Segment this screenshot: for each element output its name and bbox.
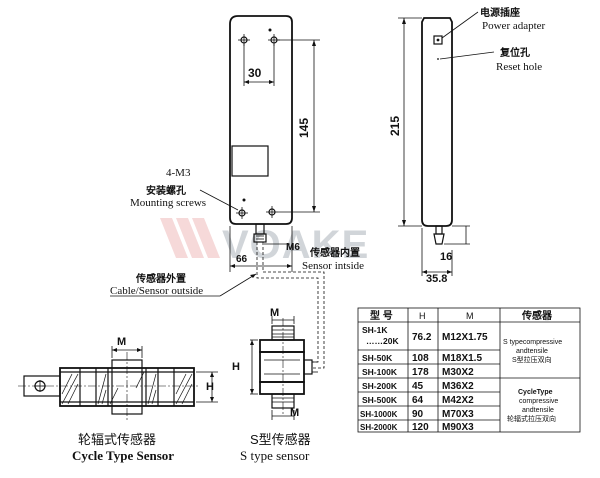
mount-cn-label: 安装螺孔 [146, 184, 186, 197]
front-view-body [229, 15, 293, 225]
table-cell-h: 76.2 [412, 332, 432, 343]
table-header-h: H [419, 311, 426, 321]
watermark: VOAKE [160, 218, 369, 267]
table-header-sensor: 传感器 [521, 309, 553, 322]
sensor-inside-cn-label: 传感器内置 [309, 246, 360, 259]
table-cell-model: SH-2000K [360, 423, 398, 432]
table-cell-m: M18X1.5 [442, 353, 482, 364]
table-cell-m: M12X1.75 [442, 332, 488, 343]
s-dim-h-label: H [232, 361, 240, 373]
cycle-caption-en: Cycle Type Sensor [72, 448, 174, 463]
table-row-model-line: SH-1K [362, 325, 388, 335]
s-sensor-drawing: M H M S型传感器 S type sensor [232, 307, 318, 463]
dim-16-label: 16 [440, 251, 452, 263]
dim-30-label: 30 [248, 66, 262, 80]
cycle-sensor-drawing: M H 轮辐式传感器 Cycle Type Sensor [18, 336, 218, 463]
mounting-hole-icon [236, 207, 248, 219]
connector-icon [253, 223, 267, 243]
dim-215-label: 215 [388, 116, 402, 136]
group-s-line2: andtensile [516, 348, 548, 355]
group-cycle-line3: andtensile [522, 407, 554, 414]
table-cell-model: SH-200K [362, 381, 398, 391]
table-row-model: SH-1K ……20K [362, 325, 399, 346]
table-cell-h: 108 [412, 353, 429, 364]
m6-label: M6 [286, 242, 300, 253]
mounting-hole-icon [266, 206, 278, 218]
cycle-dim-h-label: H [206, 381, 214, 393]
mount-en-label: Mounting screws [130, 197, 206, 209]
table-cell-h: 178 [412, 367, 429, 378]
table-row-model-line: ……20K [366, 336, 399, 346]
table-cell-m: M36X2 [442, 381, 474, 392]
group-cycle-line4: 轮辐式拉压双向 [507, 414, 556, 423]
side-view-body [421, 17, 453, 227]
table-cell-model: SH-1000K [360, 410, 398, 419]
table-cell-model: SH-50K [362, 353, 393, 363]
s-caption-en: S type sensor [240, 448, 310, 463]
table-cell-model: SH-100K [362, 367, 398, 377]
reset-cn-label: 复位孔 [499, 46, 530, 59]
watermark-text: VOAKE [222, 223, 369, 267]
table-cell-h: 120 [412, 422, 429, 433]
power-cn-label: 电源插座 [480, 6, 520, 19]
s-dim-m-bottom-label: M [290, 407, 299, 419]
bottom-knob-icon [433, 225, 445, 245]
table-cell-h: 45 [412, 381, 424, 392]
power-en-label: Power adapter [482, 20, 546, 32]
group-cycle-line2: compressive [519, 398, 558, 405]
group-s-line1: S typecompressive [503, 339, 562, 346]
table-header-model: 型 号 [370, 309, 393, 322]
table-header-m: M [466, 311, 474, 321]
group-s-line3: S型拉压双向 [512, 355, 552, 364]
watermark-logo-icon [160, 218, 220, 258]
cycle-dim-m-label: M [117, 336, 126, 348]
table-cell-m: M70X3 [442, 409, 474, 420]
sensor-outside-cn-label: 传感器外置 [135, 272, 186, 285]
reset-en-label: Reset hole [496, 61, 542, 73]
s-caption-cn: S型传感器 [250, 432, 311, 447]
table-cell-h: 64 [412, 395, 424, 406]
dim-145-label: 145 [297, 118, 311, 138]
side-view: 215 16 35.8 电源插座 Power adapter 复位孔 Reset… [388, 6, 546, 285]
table-cell-model: SH-500K [362, 395, 398, 405]
s-dim-m-top-label: M [270, 307, 279, 319]
sensor-inside-en-label: Sensor intside [302, 260, 364, 272]
hatch-pattern [61, 371, 193, 405]
table-cell-m: M42X2 [442, 395, 474, 406]
table-cell-h: 90 [412, 409, 424, 420]
group-cycle-line1: CycleType [518, 389, 553, 396]
dim-66-label: 66 [236, 254, 248, 265]
table-cell-m: M30X2 [442, 367, 474, 378]
dim-35-8-label: 35.8 [426, 273, 447, 285]
front-view: 30 145 66 M6 4-M3 安装螺孔 Mounting screws 传… [110, 15, 364, 369]
display-window [231, 145, 269, 177]
table-cell-m: M90X3 [442, 422, 474, 433]
cycle-caption-cn: 轮辐式传感器 [78, 432, 156, 447]
power-socket-icon [433, 35, 443, 45]
sensor-outside-en-label: Cable/Sensor outside [110, 285, 203, 297]
spec-table: 型 号 H M 传感器 SH-1K ……20K 76.2 M12X1.75 SH… [357, 307, 581, 433]
mount-count-label: 4-M3 [166, 167, 191, 179]
